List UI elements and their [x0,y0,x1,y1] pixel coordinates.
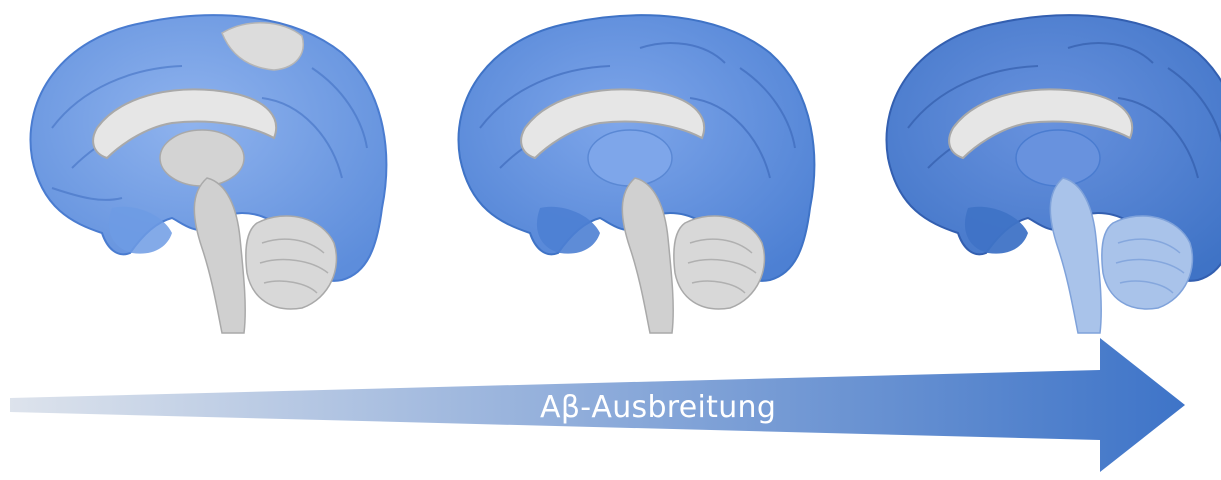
cerebellum [246,216,337,309]
thalamus [588,130,672,186]
brain-sagittal-stage-1 [12,8,392,338]
thalamus [160,130,244,186]
brain-sagittal-stage-3 [868,8,1221,338]
arrow-label: Aβ-Ausbreitung [540,388,840,428]
cerebellum [674,216,765,309]
cerebellum [1102,216,1193,309]
thalamus [1016,130,1100,186]
brain-sagittal-stage-2 [440,8,820,338]
